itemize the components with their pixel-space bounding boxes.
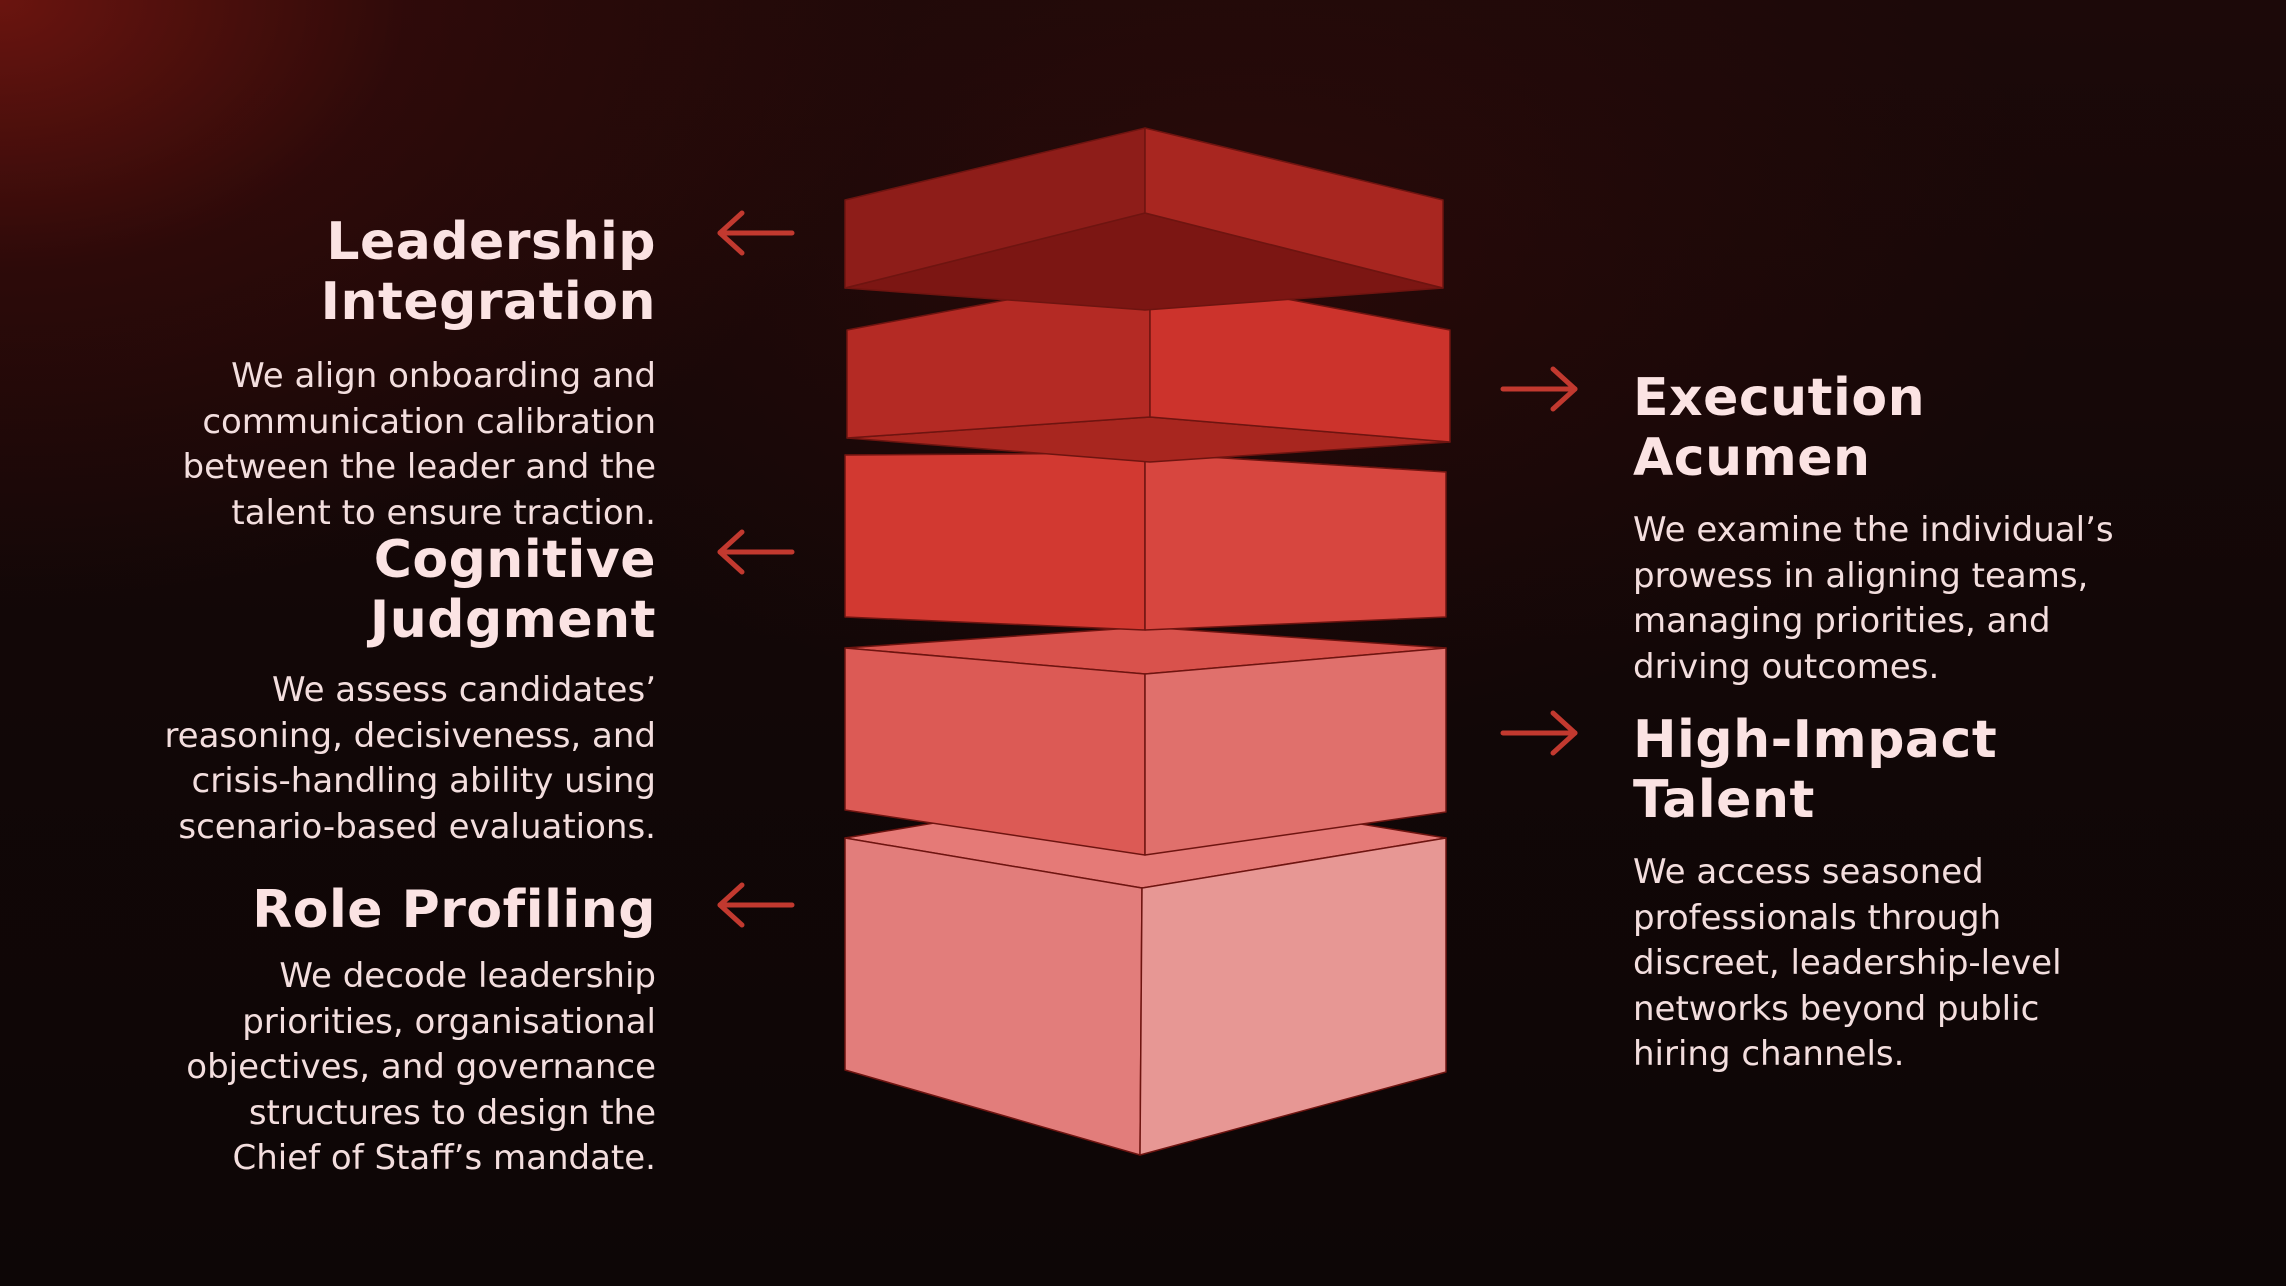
item-high-impact-talent: High-Impact Talent We access seasoned pr… (1633, 710, 2193, 1078)
desc-line: professionals through (1633, 897, 2002, 938)
desc-line: reasoning, decisiveness, and (164, 715, 656, 756)
title-line-1: Cognitive (373, 530, 656, 590)
arrow-right-talent-icon (1500, 710, 1578, 756)
arrow-right-execution-icon (1500, 366, 1578, 412)
item-title: Cognitive Judgment (120, 530, 656, 650)
item-description: We examine the individual’s prowess in a… (1633, 508, 2193, 690)
title-line-2: Acumen (1633, 428, 1871, 488)
desc-line: prowess in aligning teams, (1633, 555, 2089, 596)
desc-line: communication calibration (202, 401, 656, 442)
title-line-1: Role Profiling (252, 880, 656, 940)
desc-line: between the leader and the (182, 447, 657, 487)
desc-line: crisis-handling ability using (191, 761, 656, 801)
title-line-2: Judgment (369, 590, 656, 650)
item-title: High-Impact Talent (1633, 710, 2193, 830)
arrow-left-cognitive-icon (717, 529, 795, 575)
desc-line: We align onboarding and (231, 356, 656, 396)
item-description: We align onboarding and communication ca… (120, 354, 657, 536)
item-role-profiling: Role Profiling We decode leadership prio… (120, 880, 656, 1182)
arrow-left-leadership-icon (717, 210, 795, 256)
item-cognitive-judgment: Cognitive Judgment We assess candidates’… (120, 530, 656, 850)
item-leadership-integration: Leadership Integration We align onboardi… (120, 212, 657, 536)
desc-line: talent to ensure traction. (231, 492, 656, 533)
arrows (717, 210, 1578, 928)
item-execution-acumen: Execution Acumen We examine the individu… (1633, 368, 2193, 690)
title-line-2: Integration (320, 272, 656, 332)
desc-line: discreet, leadership-level (1633, 943, 2062, 983)
desc-line: driving outcomes. (1633, 646, 1940, 687)
desc-line: We decode leadership (279, 956, 656, 996)
item-title: Leadership Integration (120, 212, 656, 332)
desc-line: hiring channels. (1633, 1034, 1905, 1074)
desc-line: We assess candidates’ (271, 670, 656, 710)
desc-line: objectives, and governance (186, 1047, 656, 1087)
desc-line: priorities, organisational (242, 1001, 656, 1042)
stack-layer-1 (844, 127, 1444, 311)
item-description: We assess candidates’ reasoning, decisiv… (120, 668, 656, 850)
title-line-1: Execution (1633, 368, 1926, 428)
desc-line: structures to design the (248, 1092, 656, 1133)
desc-line: We examine the individual’s (1633, 510, 2114, 550)
desc-line: networks beyond public (1633, 988, 2040, 1029)
desc-line: scenario-based evaluations. (178, 806, 656, 847)
item-title: Execution Acumen (1633, 368, 2193, 488)
desc-line: managing priorities, and (1633, 601, 2051, 641)
stack-layer-3 (844, 452, 1447, 631)
desc-line: Chief of Staff’s mandate. (232, 1138, 657, 1178)
title-line-1: High-Impact (1633, 710, 1998, 770)
desc-line: We access seasoned (1633, 852, 1984, 892)
item-description: We access seasoned professionals through… (1633, 850, 2193, 1078)
title-line-1: Leadership (326, 212, 656, 272)
title-line-2: Talent (1633, 770, 1815, 830)
item-title: Role Profiling (120, 880, 656, 940)
stack-layer-2 (846, 272, 1451, 463)
stack-layer-4 (844, 626, 1447, 856)
item-description: We decode leadership priorities, organis… (120, 954, 656, 1182)
arrow-left-role-icon (717, 882, 795, 928)
